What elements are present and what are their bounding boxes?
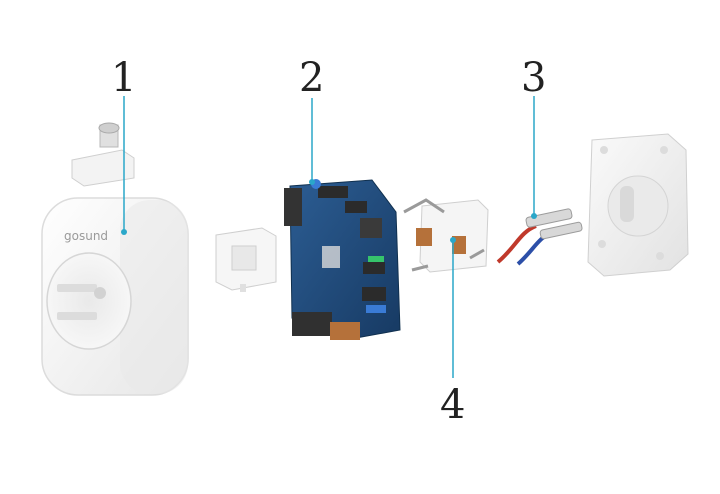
- callout-4: 4: [440, 382, 466, 428]
- callout-2: 2: [299, 55, 325, 101]
- leader-lines: [123, 96, 535, 378]
- terminal-block: [403, 198, 489, 273]
- wire-set: [496, 208, 583, 266]
- back-cover: [587, 133, 689, 277]
- clip-bracket: [71, 122, 135, 187]
- button-block: [215, 227, 277, 292]
- front-housing: gosund: [41, 197, 189, 396]
- callout-3: 3: [521, 55, 547, 101]
- brand-logo: gosund: [64, 229, 108, 243]
- callout-1: 1: [111, 55, 137, 101]
- leader-dots: [121, 179, 537, 243]
- pcb-board: [284, 179, 401, 340]
